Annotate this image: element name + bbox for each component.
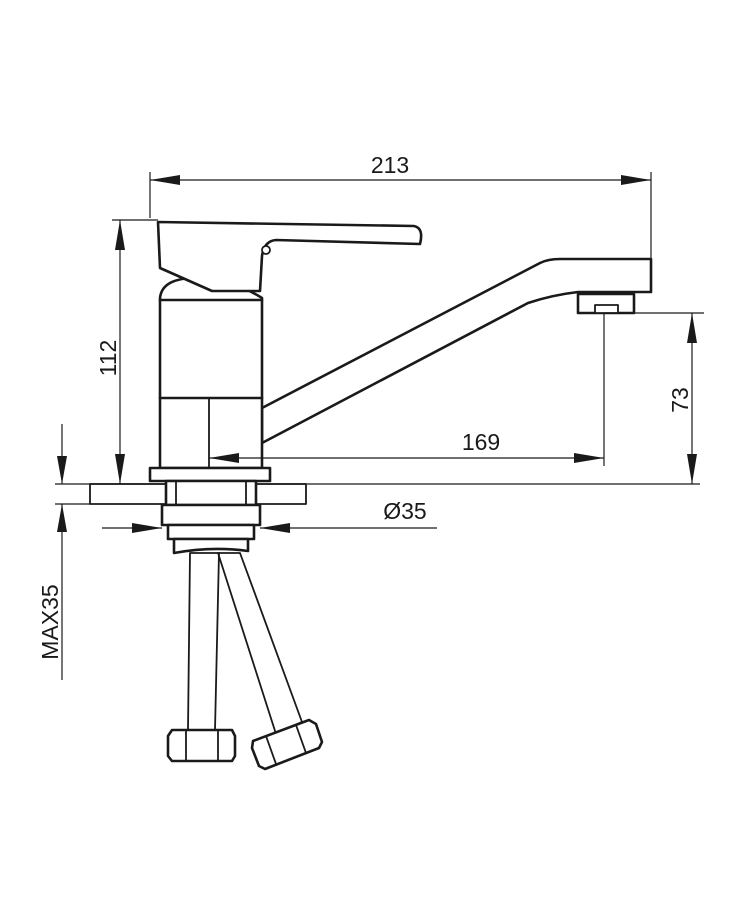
dimension-spout-reach: 169 bbox=[209, 313, 605, 466]
dimension-spout-height: 73 bbox=[604, 312, 704, 484]
dimension-label-spout-height: 73 bbox=[667, 387, 693, 413]
faucet-body bbox=[148, 276, 272, 483]
hose-left bbox=[187, 552, 220, 731]
mounting-stud bbox=[160, 479, 262, 555]
dimension-label-max-deck-thickness: MAX35 bbox=[37, 584, 63, 659]
countertop-section bbox=[55, 483, 700, 505]
faucet-lever-handle bbox=[156, 220, 423, 293]
hose-nut-left bbox=[166, 728, 237, 763]
dimension-body-height: 112 bbox=[95, 219, 158, 484]
hose-nut-right bbox=[250, 718, 324, 771]
dimension-label-body-height: 112 bbox=[95, 340, 121, 377]
faucet-spout bbox=[260, 257, 653, 445]
dimension-max-deck-thickness: MAX35 bbox=[37, 424, 67, 680]
hose-right bbox=[217, 552, 303, 735]
dimension-overall-length: 213 bbox=[149, 152, 652, 259]
dimension-label-mount-diameter: Ø35 bbox=[383, 498, 426, 524]
dimension-label-spout-reach: 169 bbox=[462, 429, 500, 455]
dimension-mount-diameter: Ø35 bbox=[102, 498, 437, 533]
dimension-label-overall-length: 213 bbox=[371, 152, 409, 178]
